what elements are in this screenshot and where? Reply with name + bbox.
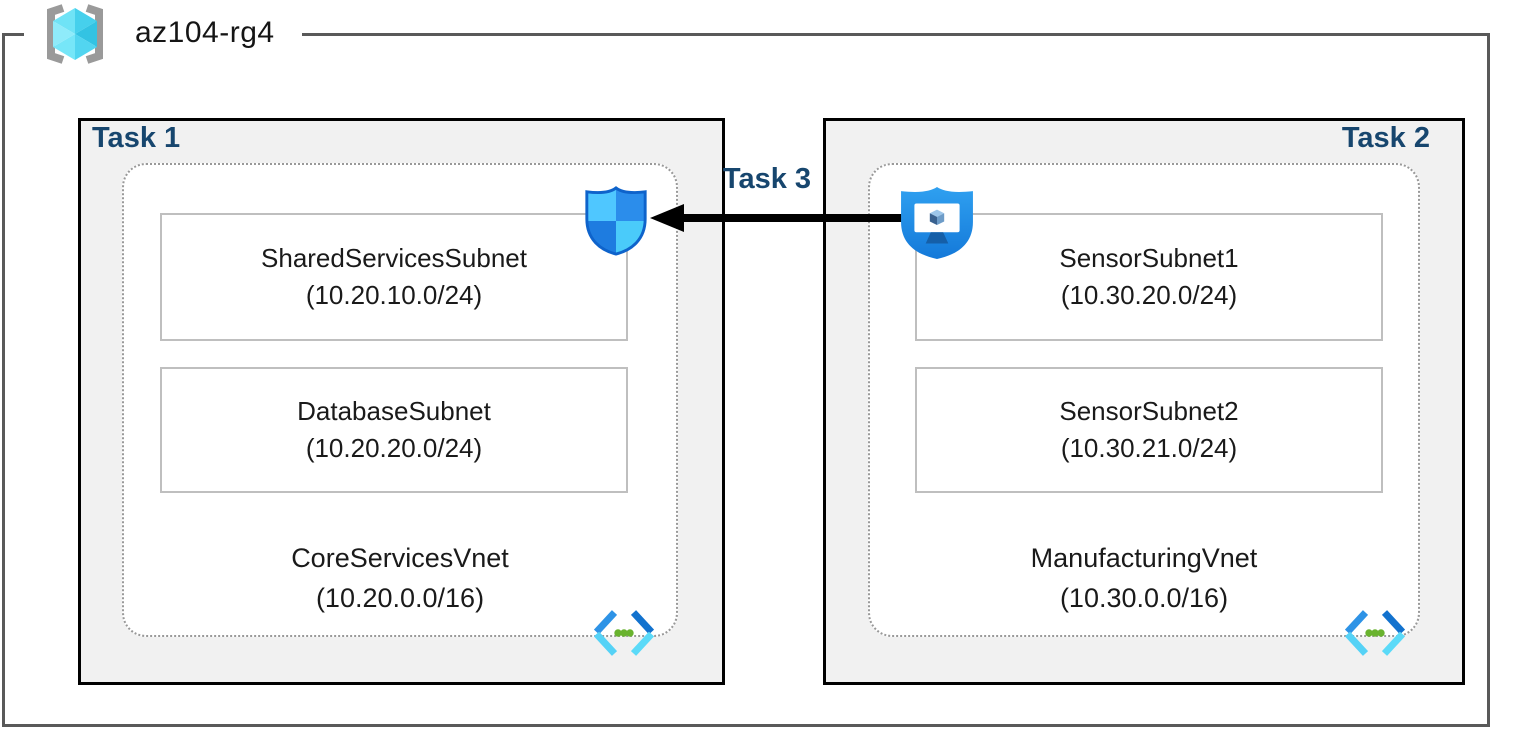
- cube-icon: [53, 8, 97, 60]
- sensor-subnet1-box: SensorSubnet1 (10.30.20.0/24): [915, 213, 1383, 341]
- virtual-network-icon: [593, 610, 655, 656]
- sensor-subnet2-box: SensorSubnet2 (10.30.21.0/24): [915, 367, 1383, 493]
- task3-label: Task 3: [722, 163, 812, 195]
- subnet-cidr: (10.20.10.0/24): [305, 280, 483, 310]
- manufacturing-vnet-label: ManufacturingVnet (10.30.0.0/16): [868, 538, 1420, 618]
- network-security-shield-icon: [585, 186, 647, 256]
- vnet-cidr: (10.20.0.0/16): [315, 583, 485, 613]
- vnet-name: CoreServicesVnet: [291, 543, 509, 573]
- subnet-name: DatabaseSubnet: [297, 396, 491, 426]
- cube-icon: [929, 209, 945, 226]
- resource-group-border-gap: [24, 29, 302, 40]
- vnet-name: ManufacturingVnet: [1030, 543, 1258, 573]
- virtual-network-icon: [1344, 610, 1406, 656]
- subnet-name: SharedServicesSubnet: [261, 243, 527, 273]
- subnet-cidr: (10.30.21.0/24): [1060, 433, 1238, 463]
- database-subnet-box: DatabaseSubnet (10.20.20.0/24): [160, 367, 628, 493]
- shared-services-subnet-box: SharedServicesSubnet (10.20.10.0/24): [160, 213, 628, 341]
- resource-group-icon: [47, 4, 103, 64]
- resource-group-name: az104-rg4: [135, 16, 275, 49]
- vnet-cidr: (10.30.0.0/16): [1059, 583, 1229, 613]
- subnet-cidr: (10.30.20.0/24): [1060, 280, 1238, 310]
- subnet-name: SensorSubnet1: [1059, 243, 1239, 273]
- task1-label: Task 1: [92, 122, 181, 154]
- task3-arrow-icon: [650, 204, 902, 232]
- monitor-stand: [925, 232, 949, 244]
- core-services-vnet-label: CoreServicesVnet (10.20.0.0/16): [122, 538, 678, 618]
- resource-group-boundary: [2, 33, 1490, 727]
- subnet-name: SensorSubnet2: [1059, 396, 1239, 426]
- subnet-cidr: (10.20.20.0/24): [305, 433, 483, 463]
- left-bracket-icon: [47, 4, 65, 64]
- task2-label: Task 2: [1341, 122, 1430, 154]
- shield-monitor-icon: [901, 187, 973, 259]
- right-bracket-icon: [85, 4, 103, 64]
